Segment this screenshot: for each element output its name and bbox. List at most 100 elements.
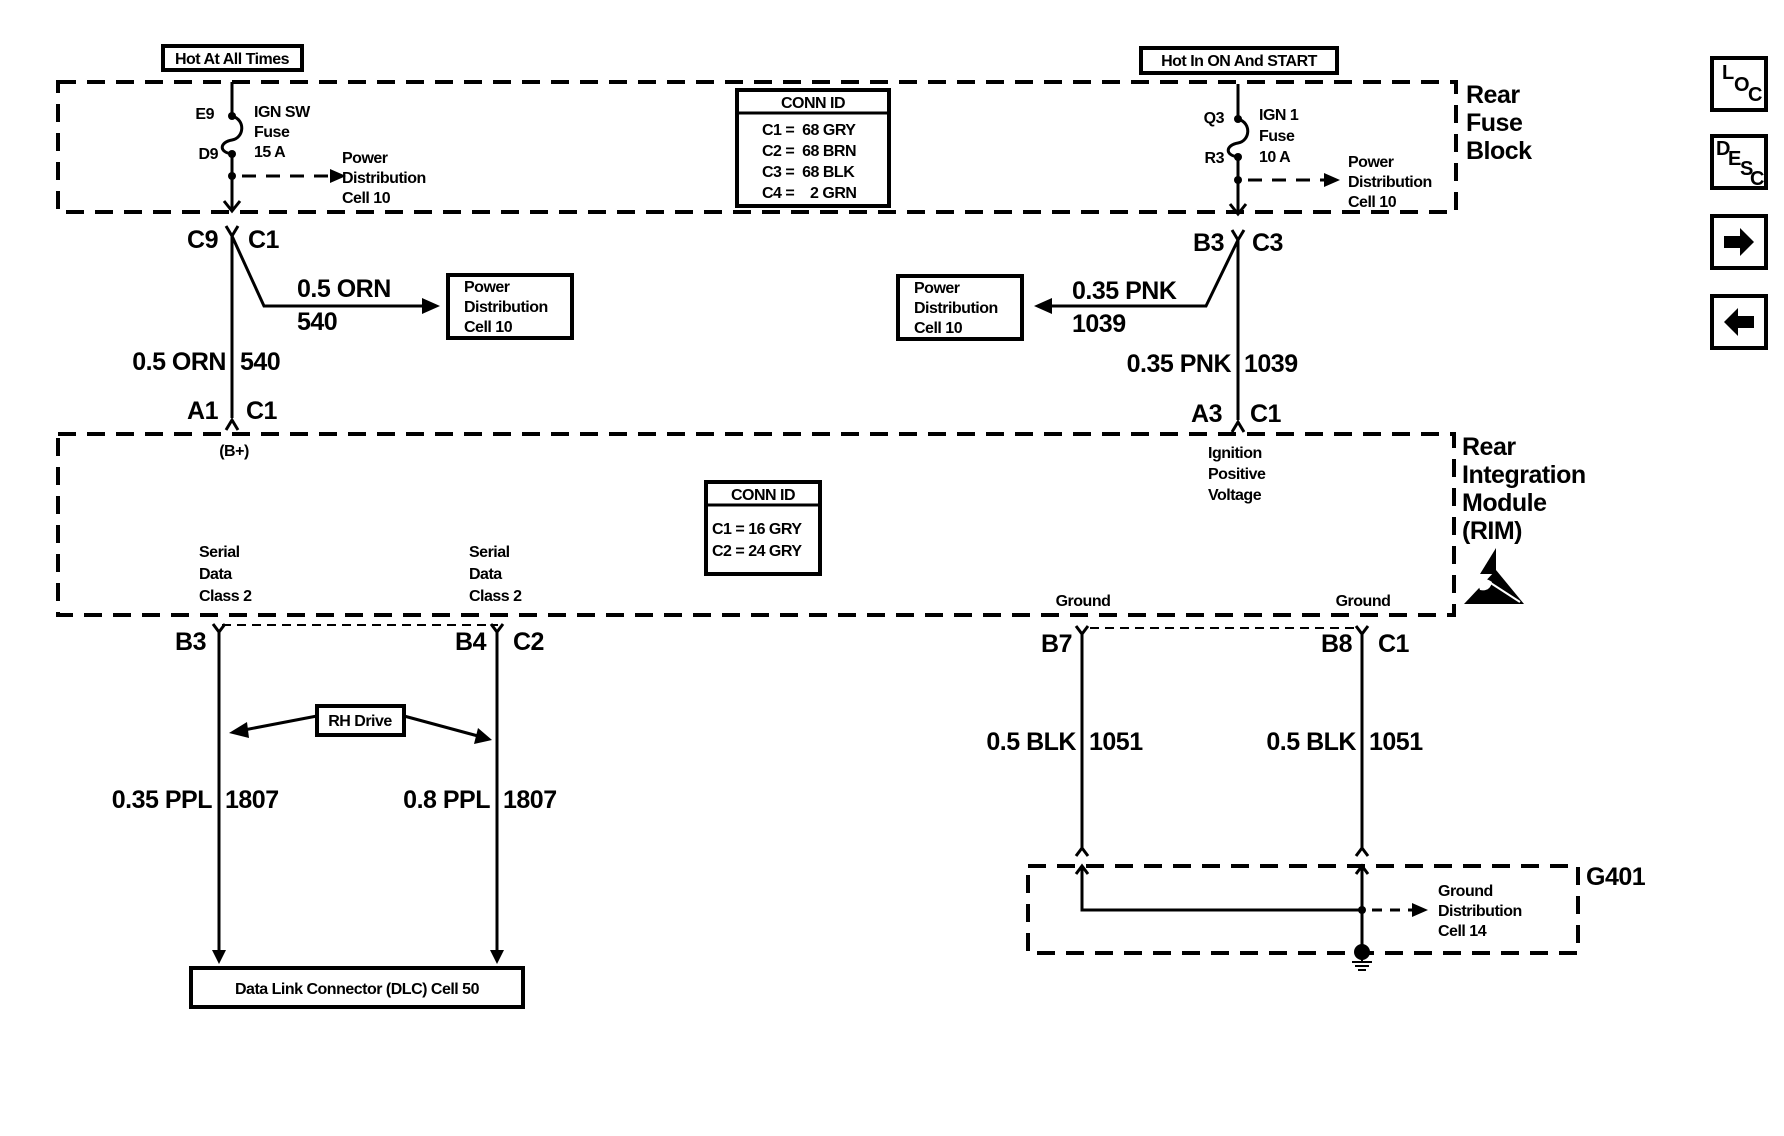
wire-2-color-ppl: 0.8 PPL xyxy=(403,786,490,814)
conn-id-rim-header: CONN ID xyxy=(731,487,795,504)
rh-drive-arrow-right xyxy=(474,728,492,744)
arrow-left-icon xyxy=(1724,308,1754,336)
supply-label-box-left xyxy=(161,44,304,72)
connector-a3-symbol xyxy=(1230,419,1246,433)
rh-drive-note: RH Drive xyxy=(328,713,392,730)
ground-2-label: Ground xyxy=(1336,593,1391,610)
connector-id-c1-fuse-left: C1 xyxy=(248,226,280,254)
splice-ref-right-1[interactable]: Power xyxy=(1348,154,1394,171)
splice-ref-left-1[interactable]: Power xyxy=(342,150,388,167)
serial-data-1-line-1: Serial xyxy=(199,544,240,561)
splice-left xyxy=(228,172,236,180)
branch-ref-right-2: Distribution xyxy=(914,300,998,317)
feed-arrow-left xyxy=(222,200,242,214)
wire-1-color-ppl: 0.35 PPL xyxy=(112,786,212,814)
pin-function-b-plus: (B+) xyxy=(219,443,249,460)
power-distribution-ref-box-right[interactable] xyxy=(896,274,1024,341)
conn-id-fuse-block-box xyxy=(735,88,891,208)
rim-title-4: (RIM) xyxy=(1462,517,1522,545)
pin-c9: C9 xyxy=(187,226,218,254)
conn-id-row-c1: C1 = 68 GRY xyxy=(762,122,856,139)
conn-id-row-c3: C3 = 68 BLK xyxy=(762,164,855,181)
conn-id-rim: CONN ID C1 = 16 GRY C2 = 24 GRY xyxy=(704,480,822,576)
splice-ref-right-2[interactable]: Distribution xyxy=(1348,174,1432,191)
pin-function-ignition-3: Voltage xyxy=(1208,487,1262,504)
rim-outline xyxy=(56,432,1456,617)
splice-ref-right-3[interactable]: Cell 10 xyxy=(1348,194,1397,211)
connector-b8-symbol xyxy=(1354,625,1370,637)
connector-c9-symbol xyxy=(224,225,240,239)
branch-wire-circuit-right: 1039 xyxy=(1072,310,1126,338)
splice-ref-left-3[interactable]: Cell 10 xyxy=(342,190,391,207)
fuse-label-left-3: 15 A xyxy=(254,144,286,161)
rim-title-2: Integration xyxy=(1462,461,1586,489)
fuse-label-left-1: IGN SW xyxy=(254,104,311,121)
main-wire-color-left: 0.5 ORN xyxy=(132,348,226,376)
ground-wire-2-circuit: 1051 xyxy=(1369,728,1423,756)
pin-e9: E9 xyxy=(195,106,214,123)
rim-title-3: Module xyxy=(1462,489,1547,517)
desc-button[interactable]: D E S C xyxy=(1710,134,1768,190)
ground-point-g401: G401 xyxy=(1586,863,1646,891)
splice-right xyxy=(1234,176,1242,184)
ground-ref-3[interactable]: Cell 14 xyxy=(1438,923,1487,940)
loc-button[interactable]: L O C xyxy=(1710,56,1768,112)
connector-a1-symbol xyxy=(224,417,240,431)
ground-ref-1[interactable]: Ground xyxy=(1438,883,1493,900)
connector-id-c1-ground: C1 xyxy=(1378,630,1410,658)
supply-label-hot-in-on-and-start: Hot In ON And START xyxy=(1161,53,1318,70)
rh-drive-pointer-left xyxy=(243,714,318,732)
conn-id-rim-row-c2: C2 = 24 GRY xyxy=(712,543,802,560)
ground-ref-2[interactable]: Distribution xyxy=(1438,903,1522,920)
wire-1-circuit-1807: 1807 xyxy=(225,786,279,814)
splice-ref-arrow-left xyxy=(330,169,346,183)
ground-splice xyxy=(1358,906,1366,914)
fuse-symbol-ign-sw xyxy=(220,114,244,156)
pin-b8: B8 xyxy=(1321,630,1353,658)
ground-connector-left-top xyxy=(1074,845,1090,857)
rear-fuse-block-title-2: Fuse xyxy=(1466,109,1523,137)
pin-function-ignition-2: Positive xyxy=(1208,466,1266,483)
wire-540-branch xyxy=(230,235,422,308)
dlc-destination-box[interactable] xyxy=(189,966,525,1009)
power-distribution-ref-box-left[interactable] xyxy=(446,273,574,340)
left-feed: Hot At All Times E9 D9 IGN SW Fuse 15 A … xyxy=(161,44,426,214)
splice-ref-left-2[interactable]: Distribution xyxy=(342,170,426,187)
prev-button[interactable] xyxy=(1710,294,1768,350)
pin-b3-rim: B3 xyxy=(175,628,206,656)
pin-b4-rim: B4 xyxy=(455,628,487,656)
branch-ref-right-3: Cell 10 xyxy=(914,320,963,337)
esd-sensitive-icon xyxy=(1464,548,1524,604)
fuse-symbol-ign-1 xyxy=(1226,117,1250,159)
pin-b3-fuse: B3 xyxy=(1193,229,1224,257)
branch-wire-color-right: 0.35 PNK xyxy=(1072,277,1177,305)
connector-id-c3: C3 xyxy=(1252,229,1283,257)
pin-d9: D9 xyxy=(199,146,219,163)
rh-drive-note-box xyxy=(315,704,406,737)
fuse-label-right-2: Fuse xyxy=(1259,128,1295,145)
conn-id-fuse-block: CONN ID C1 = 68 GRY C2 = 68 BRN C3 = 68 … xyxy=(735,88,891,208)
wire-1039-branch-arrow xyxy=(1034,298,1052,314)
fuse-label-right-1: IGN 1 xyxy=(1259,107,1299,124)
branch-ref-left-1: Power xyxy=(464,279,510,296)
branch-wire-circuit-left: 540 xyxy=(297,308,337,336)
connector-b3-fuse-symbol xyxy=(1230,229,1246,243)
supply-label-box-right xyxy=(1139,46,1339,75)
g401-outline xyxy=(1026,864,1580,955)
ground-bus-left xyxy=(1080,866,1362,912)
main-wire-circuit-left: 540 xyxy=(240,348,280,376)
supply-label-hot-at-all-times: Hot At All Times xyxy=(175,51,290,68)
fuse-label-left-2: Fuse xyxy=(254,124,290,141)
desc-letter-d: D xyxy=(1716,138,1731,160)
conn-id-rim-box xyxy=(704,480,822,576)
rh-drive-arrow-left xyxy=(229,722,249,738)
pin-a1: A1 xyxy=(187,397,219,425)
ground-ref-arrow xyxy=(1412,903,1428,917)
pin-b7: B7 xyxy=(1041,630,1072,658)
wire-2-circuit-1807: 1807 xyxy=(503,786,557,814)
wire-540-branch-arrow xyxy=(422,298,440,314)
ground-wire-1-color: 0.5 BLK xyxy=(986,728,1076,756)
next-button[interactable] xyxy=(1710,214,1768,270)
branch-ref-left-2: Distribution xyxy=(464,299,548,316)
